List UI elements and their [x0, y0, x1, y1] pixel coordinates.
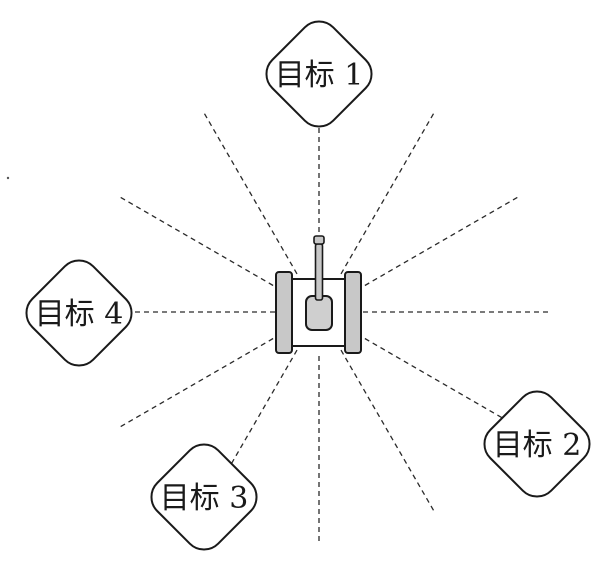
tank-right-track: [344, 271, 362, 354]
target-2: 目标 2: [483, 390, 591, 498]
tank-turret: [305, 295, 333, 331]
target-1-diamond: [265, 20, 373, 128]
target-3-label: 目标 3: [160, 481, 249, 516]
dashed-ray: [356, 333, 521, 429]
dashed-ray: [202, 110, 298, 275]
tank-muzzle: [313, 235, 325, 245]
tank-left-track: [275, 271, 293, 354]
dashed-ray: [340, 349, 436, 514]
target-1: 目标 1: [265, 20, 373, 128]
dashed-ray: [356, 195, 521, 291]
target-3-diamond: [150, 443, 258, 551]
tank-barrel: [314, 243, 324, 301]
dashed-ray: [117, 333, 282, 429]
target-2-label: 目标 2: [493, 428, 582, 463]
target-3: 目标 3: [150, 443, 258, 551]
tank-icon: [275, 235, 362, 354]
scan-speck: [6, 176, 10, 180]
dashed-ray: [117, 195, 282, 291]
target-4-label: 目标 4: [35, 297, 124, 332]
target-1-label: 目标 1: [275, 58, 364, 93]
target-4-diamond: [25, 259, 133, 367]
target-4: 目标 4: [25, 259, 133, 367]
target-2-diamond: [483, 390, 591, 498]
dashed-ray: [340, 110, 436, 275]
